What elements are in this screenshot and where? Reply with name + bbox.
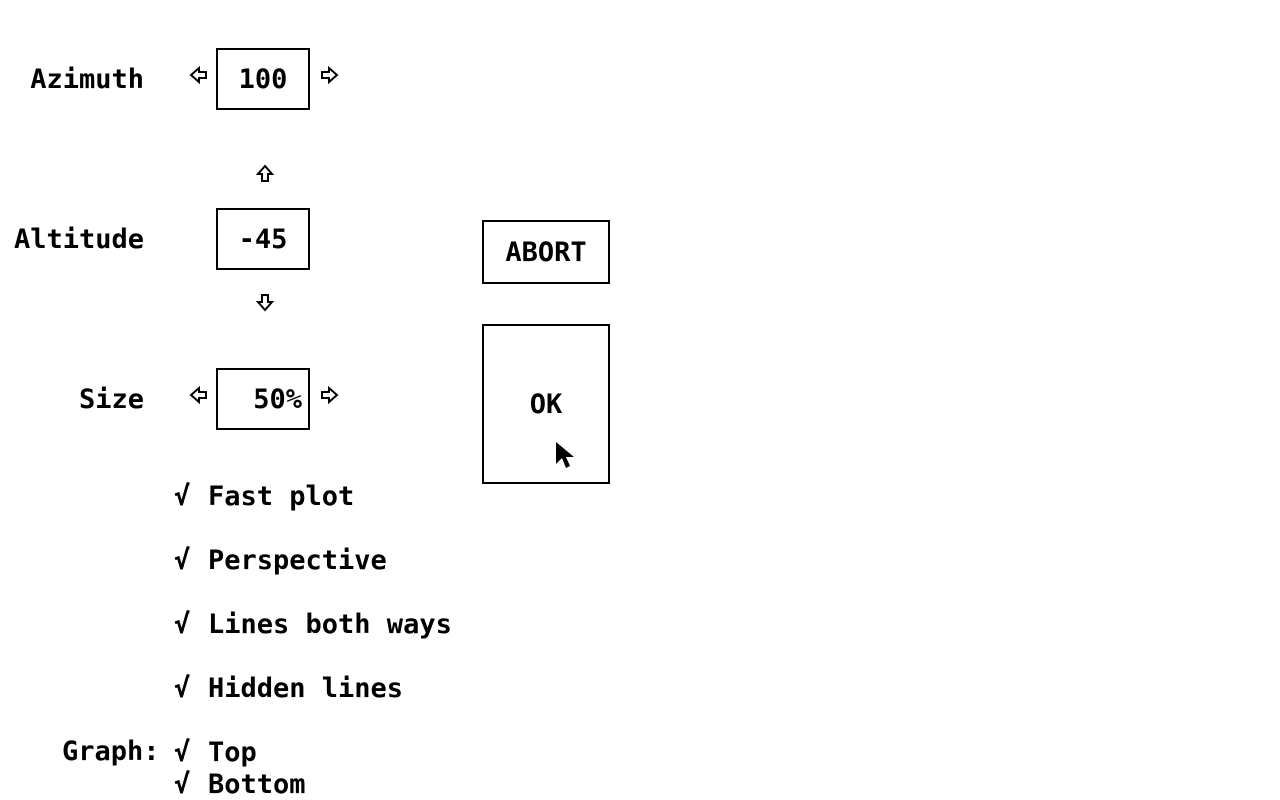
altitude-decrease-arrow-icon[interactable] [254,291,276,313]
azimuth-increase-arrow-icon[interactable] [318,64,340,86]
azimuth-value-field[interactable]: 100 [216,48,310,110]
option-label: Lines both ways [208,608,452,640]
checkmark-icon: √ [174,480,191,512]
ok-button[interactable]: OK [482,324,610,484]
option-label: Top [208,736,257,768]
option-hidden-lines[interactable]: √ Hidden lines [174,672,403,704]
option-lines-both-ways[interactable]: √ Lines both ways [174,608,452,640]
checkmark-icon: √ [174,608,191,640]
checkmark-icon: √ [174,768,191,800]
size-increase-arrow-icon[interactable] [318,384,340,406]
azimuth-label: Azimuth [30,64,144,95]
altitude-label: Altitude [13,224,144,255]
size-value-field[interactable]: 50% [216,368,310,430]
graph-option-top[interactable]: √ Top [174,736,257,768]
size-label: Size [78,384,144,415]
altitude-increase-arrow-icon[interactable] [254,163,276,185]
abort-button[interactable]: ABORT [482,220,610,284]
option-label: Perspective [208,544,387,576]
graph-option-bottom[interactable]: √ Bottom [174,768,306,800]
azimuth-decrease-arrow-icon[interactable] [188,64,210,86]
checkmark-icon: √ [174,672,191,704]
checkmark-icon: √ [174,736,191,768]
graph-label: Graph: [62,736,160,767]
pointer-cursor-icon [556,442,574,468]
option-fast-plot[interactable]: √ Fast plot [174,480,354,512]
option-perspective[interactable]: √ Perspective [174,544,387,576]
checkmark-icon: √ [174,544,191,576]
altitude-value-field[interactable]: -45 [216,208,310,270]
option-label: Bottom [208,768,306,800]
option-label: Hidden lines [208,672,404,704]
size-decrease-arrow-icon[interactable] [188,384,210,406]
option-label: Fast plot [208,480,355,512]
